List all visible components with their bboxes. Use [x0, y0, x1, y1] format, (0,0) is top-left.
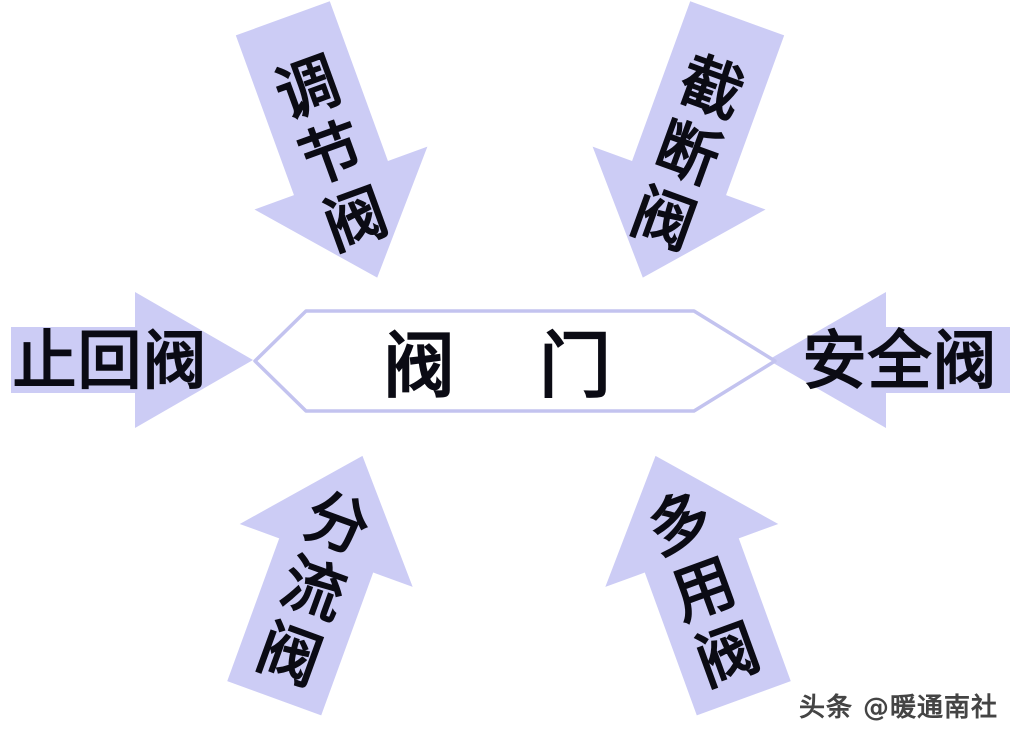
arrow-left-label: 止回阀 [13, 325, 208, 399]
valve-hexagon-label: 阀 门 [383, 324, 617, 408]
arrow-top-right[interactable]: 截 断 阀 [556, 0, 823, 309]
arrow-bottom-left[interactable]: 分 流 阀 [188, 424, 449, 729]
watermark: 头条 @暖通南社 [798, 693, 998, 723]
valve-hexagon-shape [253, 309, 777, 413]
arrow-right-shape [768, 292, 1010, 428]
arrow-top-left-shape [235, 1, 428, 278]
arrow-bottom-right-shape [605, 455, 791, 716]
arrow-left[interactable]: 止回阀 [11, 292, 253, 428]
arrow-top-right-shape [592, 1, 785, 278]
arrow-top-left[interactable]: 调 节 阀 [196, 0, 463, 309]
arrow-right[interactable]: 安全阀 [768, 292, 1010, 428]
arrow-left-shape [11, 292, 253, 428]
arrow-right-label: 安全阀 [803, 325, 998, 399]
valve-hexagon[interactable]: 阀 门 [253, 309, 777, 413]
arrow-bottom-left-shape [227, 455, 413, 716]
arrow-bottom-right[interactable]: 多 用 阀 [569, 424, 830, 729]
